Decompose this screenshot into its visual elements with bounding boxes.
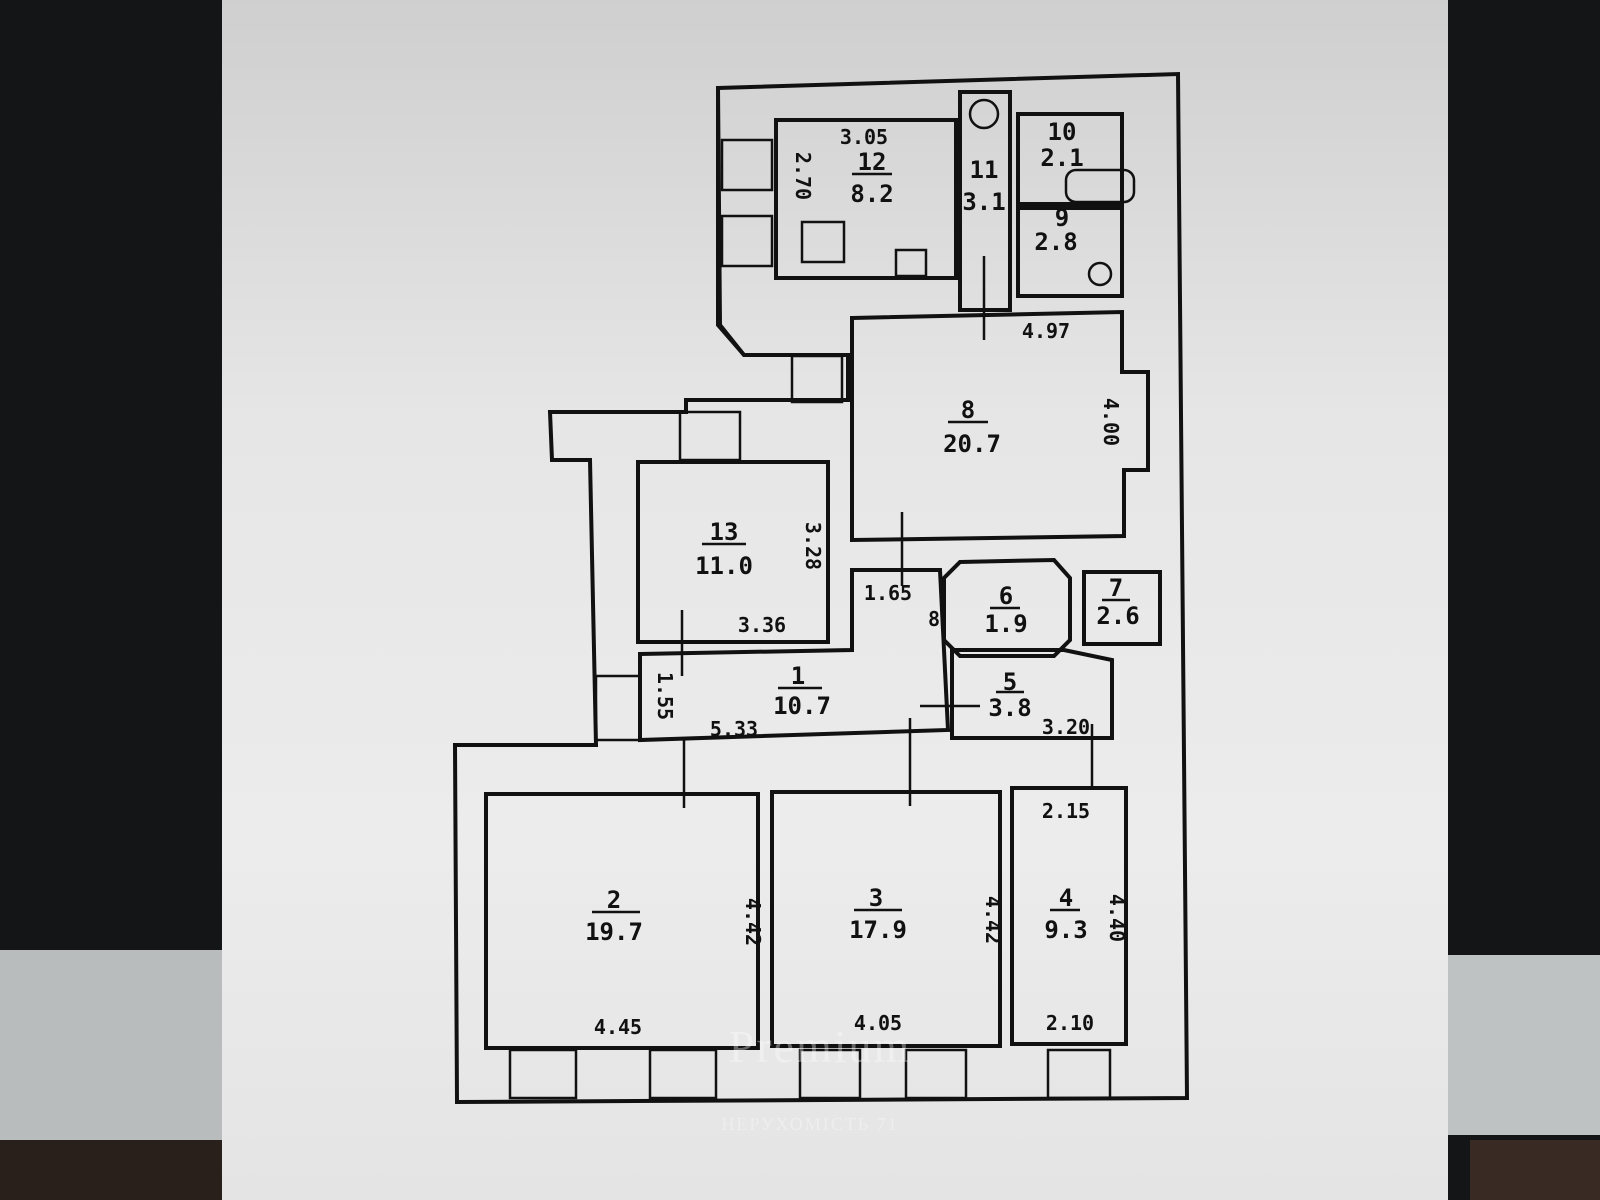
watermark-subtitle: НЕРУХОМІСТЬ 71 [721,1114,898,1134]
background-bottom-left [0,1140,222,1200]
dim-room-4-top: 2.15 [1042,799,1090,823]
room-10-walls [1016,112,1124,206]
room-6-area: 1.9 [984,610,1027,638]
room-11-area: 3.1 [962,188,1005,216]
background-bottom-right [1470,1140,1600,1200]
room-5-area: 3.8 [988,694,1031,722]
room-11-number: 11 [970,156,999,184]
boiler-icon [968,98,1000,130]
window-room-2b [648,1048,718,1100]
room-4-walls [1010,786,1128,1046]
room-6-walls [942,557,1072,658]
room-3-number: 3 [869,884,883,912]
room-12-number: 12 [858,148,887,176]
room-2-area: 19.7 [585,918,643,946]
windows [508,138,1112,1100]
room-13-number: 13 [710,518,739,546]
room-9-walls [1016,206,1124,298]
room-2-walls [484,792,760,1050]
dim-kitchen-depth: 2.70 [791,152,815,200]
room-9-number: 9 [1055,204,1069,232]
room-8-walls [850,309,1150,543]
window-kitchen-lower [720,214,774,268]
room-10-number: 10 [1048,118,1077,146]
room-6-number: 6 [999,582,1013,610]
room-8-area: 20.7 [943,430,1001,458]
window-room-4 [1046,1048,1112,1100]
doors [680,256,1094,808]
dim-room-8-width: 4.97 [1022,319,1070,343]
watermark: Premium НЕРУХОМІСТЬ 71 [721,1021,912,1134]
window-stair [790,354,844,404]
window-room-13 [678,410,742,462]
dim-room-3-depth: 4.42 [981,896,1005,944]
room-7-walls [1082,570,1162,646]
room-4-area: 9.3 [1044,916,1087,944]
fraction-lines [592,172,1130,914]
upper-inner-wall [716,88,746,357]
room-1-area: 10.7 [773,692,831,720]
room-2-number: 2 [607,886,621,914]
plan-sheet [222,0,1448,1200]
room-13-area: 11.0 [695,552,753,580]
dim-room-5-width: 3.20 [1042,715,1090,739]
dim-room-4-width: 2.10 [1046,1011,1094,1035]
room-12-area: 8.2 [850,180,893,208]
dim-room-4-depth: 4.40 [1105,894,1129,942]
sink-icon [894,248,928,278]
background-right-lower [1448,955,1600,1135]
dim-room-8-depth: 4.00 [1099,398,1123,446]
room-3-area: 17.9 [849,916,907,944]
window-kitchen-upper [720,138,774,192]
room-7-area: 2.6 [1096,602,1139,630]
dim-kitchen-width: 3.05 [840,125,888,149]
window-room-3b [904,1048,968,1100]
room-5-number: 5 [1003,668,1017,696]
room-5-walls [950,648,1114,740]
dimension-labels: 3.05 2.70 4.97 4.00 3.28 3.36 1.65 8 5.3… [594,125,1129,1039]
dim-room-13-depth: 3.28 [801,522,825,570]
dim-room-1-depth: 1.55 [653,672,677,720]
room-labels: 12 8.2 11 3.1 10 2.1 9 2.8 8 20.7 13 11.… [585,118,1140,946]
stove-icon [800,220,846,264]
window-hall [594,674,642,742]
window-room-2 [508,1048,578,1100]
room-10-area: 2.1 [1040,144,1083,172]
dim-room-1-width: 5.33 [710,717,758,741]
background-left-lower [0,950,222,1140]
dim-room-2-width: 4.45 [594,1015,642,1039]
dim-room-2-depth: 4.42 [741,898,765,946]
dim-hall-width: 1.65 [864,581,912,605]
room-13-walls [636,460,830,644]
room-9-area: 2.8 [1034,228,1077,256]
dim-room-13-width: 3.36 [738,613,786,637]
dim-room-3-width: 4.05 [854,1011,902,1035]
dim-hall-mark: 8 [928,607,940,631]
room-3-walls [770,790,1002,1048]
room-1-number: 1 [791,662,805,690]
watermark-brand: Premium [729,1021,912,1072]
room-8-number: 8 [961,396,975,424]
toilet-icon [1087,261,1113,287]
room-12-walls [774,118,958,280]
bathtub-icon [1064,168,1136,204]
room-7-number: 7 [1109,574,1123,602]
room-4-number: 4 [1059,884,1073,912]
window-room-3 [798,1048,862,1100]
